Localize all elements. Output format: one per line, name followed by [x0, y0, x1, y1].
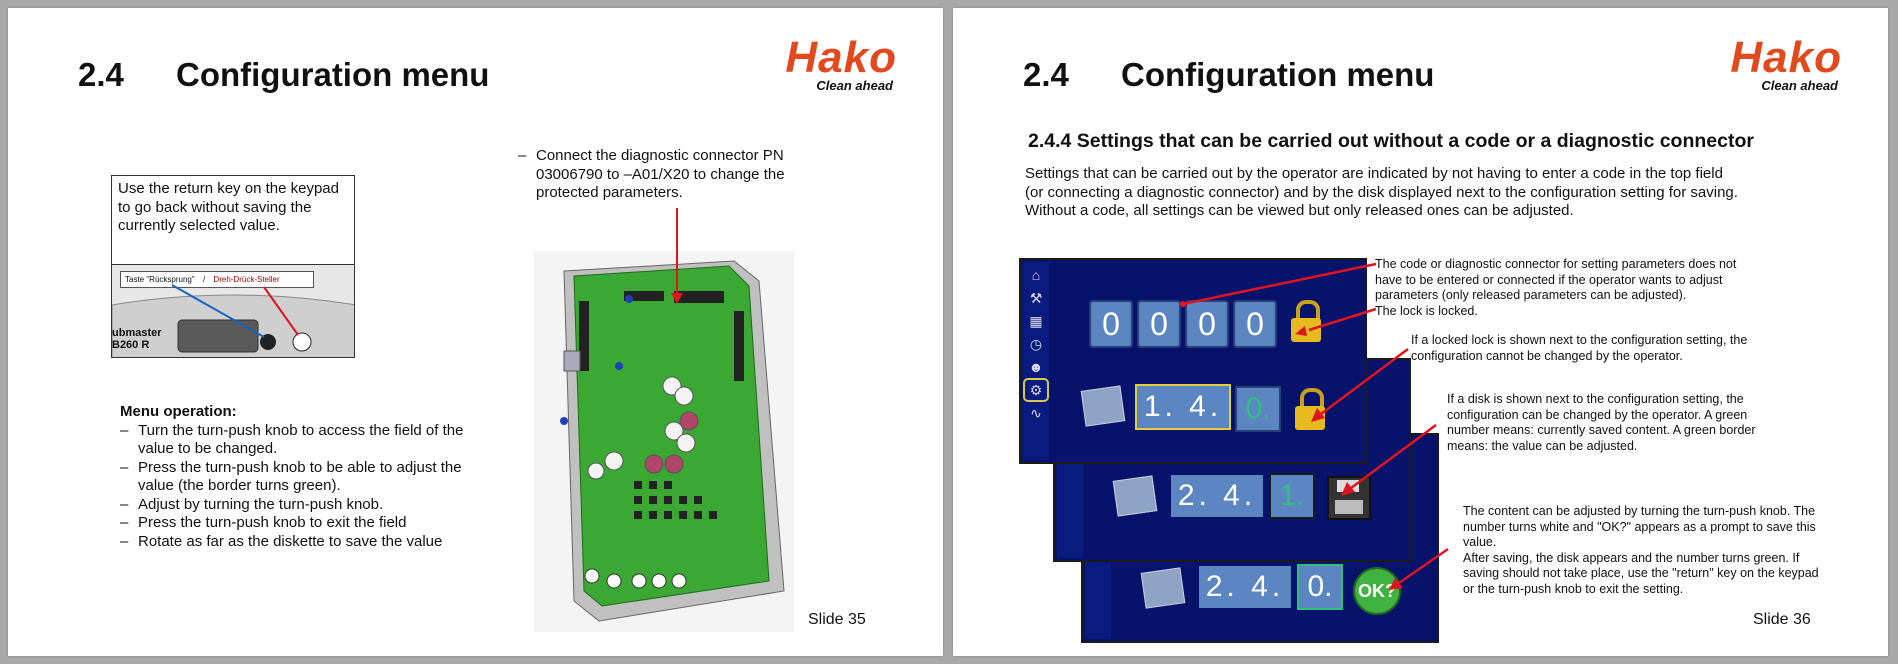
callout-ok-text: The content can be adjusted by turning t… [1463, 504, 1816, 549]
menu-step: Rotate as far as the diskette to save th… [120, 533, 480, 552]
keypad-drawing [112, 284, 354, 357]
value-digit: 0. [1235, 386, 1281, 432]
clock-icon: ◷ [1029, 335, 1043, 352]
waveform-icon: ∿ [1030, 404, 1042, 421]
config-photo-icon [1080, 385, 1126, 427]
slide-36: 2.4 Configuration menu Hako Clean ahead … [953, 8, 1888, 656]
code-digit: 0 [1137, 300, 1181, 348]
config-photo-icon [1112, 475, 1158, 517]
return-key-note-box: Use the return key on the keypad to go b… [111, 175, 355, 265]
connector-note: Connect the diagnostic connector PN 0300… [518, 147, 808, 203]
menu-step: Press the turn-push knob to exit the fie… [120, 514, 480, 533]
bug-icon: ☻ [1028, 359, 1044, 375]
menu-step: Adjust by turning the turn-push knob. [120, 496, 480, 515]
settings-icon: ⚙ [1023, 378, 1049, 402]
turn-push-knob-icon [292, 332, 312, 352]
logo-tagline: Clean ahead [816, 78, 893, 93]
subheading: 2.4.4 Settings that can be carried out w… [1028, 130, 1754, 152]
keypad-label-right: Dreh-Drück-Steller [213, 275, 280, 284]
intro-line: Without a code, all settings can be view… [1025, 202, 1574, 219]
keypad-label-bar: Taste "Rücksprung" / Dreh-Drück-Steller [120, 271, 314, 288]
callout-locked-lock: If a locked lock is shown next to the co… [1411, 333, 1748, 363]
keypad-image: Taste "Rücksprung" / Dreh-Drück-Steller … [111, 265, 355, 358]
logo-wordmark: Hako [785, 33, 897, 82]
menu-operation-heading: Menu operation: [120, 403, 237, 420]
value-digit: 0. [1297, 564, 1343, 610]
connector-note-text: Connect the diagnostic connector PN 0300… [518, 147, 808, 203]
slide-number: Slide 36 [1753, 611, 1811, 628]
keypad-label-left: Taste "Rücksprung" [125, 275, 195, 284]
code-digit: 0 [1089, 300, 1133, 348]
callout-code-lock-text: The lock is locked. [1375, 303, 1478, 318]
code-digit: 0 [1185, 300, 1229, 348]
menu-step: Press the turn-push knob to be able to a… [120, 459, 480, 496]
keypad-model-line1: ubmaster [112, 327, 162, 339]
section-number: 2.4 [78, 56, 124, 93]
circuit-board-image [534, 251, 794, 632]
callout-disk: If a disk is shown next to the configura… [1447, 392, 1756, 453]
ok-button: OK? [1353, 567, 1401, 615]
document-icon: ▦ [1029, 312, 1043, 329]
callout-code: The code or diagnostic connector for set… [1375, 257, 1765, 319]
circuit-board-drawing [560, 260, 785, 622]
config-photo-icon [1140, 567, 1186, 609]
tools-icon: ⚒ [1029, 289, 1043, 306]
intro-text: Settings that can be carried out by the … [1025, 165, 1885, 221]
hako-logo: Hako Clean ahead [747, 36, 897, 96]
callout-code-text: The code or diagnostic connector for set… [1375, 257, 1737, 302]
return-key-icon [260, 334, 276, 350]
menu-step: Turn the turn-push knob to access the fi… [120, 422, 480, 459]
slide-35: 2.4 Configuration menu Hako Clean ahead … [8, 8, 943, 656]
floppy-disk-icon [1327, 476, 1371, 520]
intro-line: (or connecting a diagnostic connector) a… [1025, 183, 1738, 201]
logo-wordmark: Hako [1730, 33, 1842, 82]
section-number: 2.4 [1023, 56, 1069, 93]
screen-locked: ⌂ ⚒ ▦ ◷ ☻ ⚙ ∿ 0 0 0 0 1. 4. 0. [1019, 258, 1367, 464]
value-field: 2. 4. [1171, 475, 1263, 517]
callout-ok: The content can be adjusted by turning t… [1463, 504, 1823, 597]
keypad-label-sep: / [202, 275, 206, 284]
keypad-model: ubmaster B260 R [112, 327, 162, 351]
callout-ok-save-text: After saving, the disk appears and the n… [1463, 550, 1819, 596]
lock-icon [1291, 300, 1321, 342]
slide-title: Configuration menu [176, 56, 490, 93]
hako-logo: Hako Clean ahead [1692, 36, 1842, 96]
value-digit: 1. [1269, 473, 1315, 519]
slide-title: Configuration menu [1121, 56, 1435, 93]
intro-line: Settings that can be carried out by the … [1025, 165, 1723, 182]
code-digit: 0 [1233, 300, 1277, 348]
menu-operation: Menu operation: Turn the turn-push knob … [120, 403, 480, 551]
slide-number: Slide 35 [808, 611, 866, 628]
keypad-model-line2: B260 R [112, 339, 150, 351]
value-field: 2. 4. [1199, 566, 1291, 608]
home-icon: ⌂ [1031, 267, 1041, 283]
value-field: 1. 4. [1135, 384, 1231, 430]
lock-icon [1295, 388, 1325, 430]
logo-tagline: Clean ahead [1761, 78, 1838, 93]
